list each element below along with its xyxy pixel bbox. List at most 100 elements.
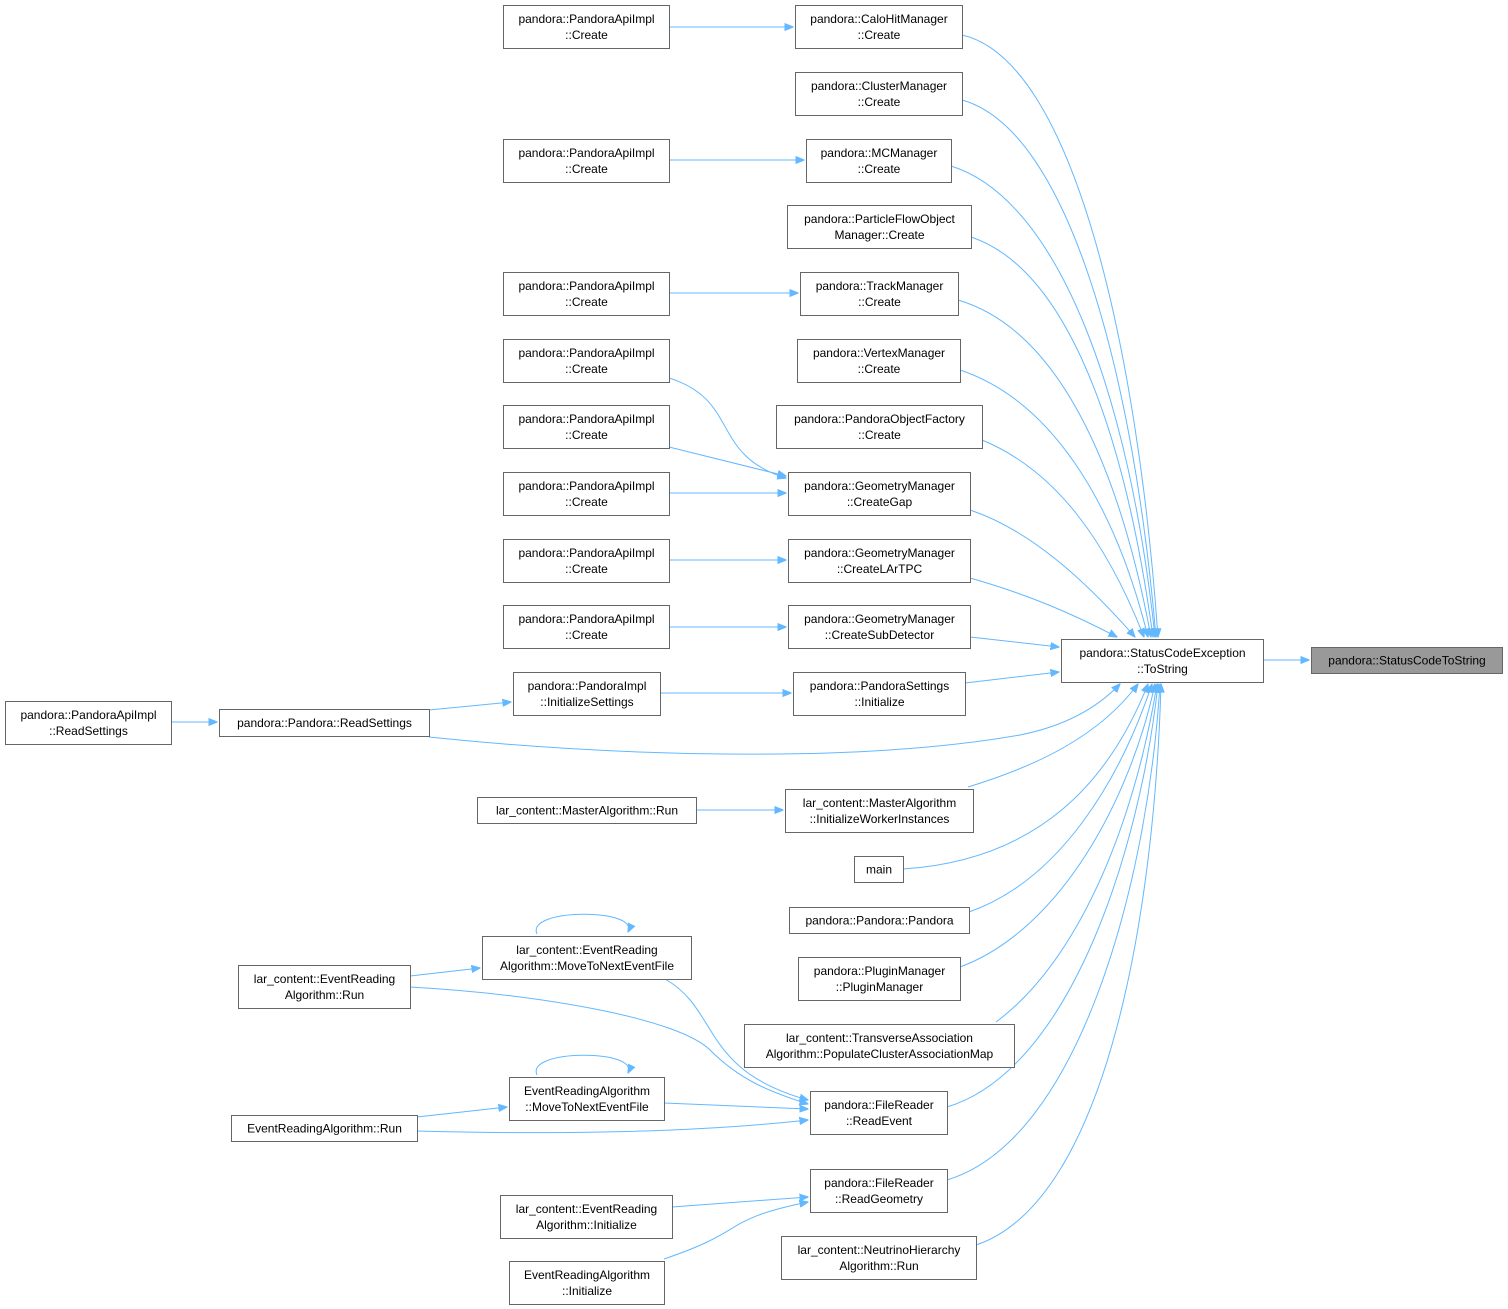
node-lcmove[interactable]: lar_content::EventReadingAlgorithm::Move… [482,936,692,980]
node-label-line: Manager::Create [834,228,924,242]
node-label-line: ::Create [858,428,901,442]
node-label-line: pandora::PandoraObjectFactory [794,412,965,426]
node-readevent[interactable]: pandora::FileReader::ReadEvent [810,1091,948,1135]
node-label-line: ::CreateLArTPC [837,562,923,576]
node-gap[interactable]: pandora::GeometryManager::CreateGap [788,472,971,516]
node-lartpc[interactable]: pandora::GeometryManager::CreateLArTPC [788,539,971,583]
node-readgeom[interactable]: pandora::FileReader::ReadGeometry [810,1169,948,1213]
node-label-line: pandora::PandoraSettings [810,679,949,693]
node-target[interactable]: pandora::StatusCodeToString [1311,647,1503,674]
node-box [503,405,670,449]
node-label-line: ::Initialize [854,695,904,709]
node-tostr[interactable]: pandora::StatusCodeException::ToString [1061,639,1264,683]
node-lcinit[interactable]: lar_content::EventReadingAlgorithm::Init… [500,1195,673,1239]
node-box [795,72,963,116]
node-box [797,339,961,383]
node-label-line: ::CreateSubDetector [825,628,934,642]
node-pimpl[interactable]: pandora::PandoraImpl::InitializeSettings [513,672,661,716]
node-api3[interactable]: pandora::PandoraApiImpl::Create [503,272,670,316]
node-transverse[interactable]: lar_content::TransverseAssociationAlgori… [744,1024,1015,1068]
node-label-line: lar_content::NeutrinoHierarchy [798,1243,961,1257]
node-pandora[interactable]: pandora::Pandora::Pandora [789,907,970,934]
node-label-line: pandora::FileReader [824,1176,933,1190]
node-masterrun[interactable]: lar_content::MasterAlgorithm::Run [477,797,697,824]
node-label-line: ::CreateGap [847,495,913,509]
node-label-line: ::Create [858,95,901,109]
node-api8[interactable]: pandora::PandoraApiImpl::Create [503,605,670,649]
node-label-line: ::Create [565,428,608,442]
edge-master-to-tostr [967,684,1138,788]
edge-errun-to-ermove [416,1107,507,1118]
node-api2[interactable]: pandora::PandoraApiImpl::Create [503,139,670,183]
edge-lcrun-to-readevent [409,986,808,1104]
edge-readevent-to-tostr [946,684,1158,1108]
edge-mc-to-tostr [950,165,1155,637]
node-settings[interactable]: pandora::PandoraSettings::Initialize [793,672,966,716]
node-label-line: Algorithm::Initialize [536,1218,637,1232]
node-api1[interactable]: pandora::PandoraApiImpl::Create [503,5,670,49]
edge-transverse-to-tostr [995,684,1157,1023]
edge-settings-to-tostr [964,672,1059,684]
node-box [810,1169,948,1213]
node-label-line: pandora::CaloHitManager [810,12,947,26]
node-mc[interactable]: pandora::MCManager::Create [806,139,952,183]
node-box [503,472,670,516]
node-box [219,709,430,737]
edge-main-to-tostr [902,684,1148,870]
node-calo[interactable]: pandora::CaloHitManager::Create [795,5,963,49]
node-box [1061,639,1264,683]
node-label-line: EventReadingAlgorithm [524,1268,650,1282]
node-label-line: pandora::GeometryManager [804,546,955,560]
node-lcrun[interactable]: lar_content::EventReadingAlgorithm::Run [238,965,411,1009]
node-label-line: ::ReadGeometry [835,1192,923,1206]
node-readset[interactable]: pandora::Pandora::ReadSettings [219,709,430,737]
node-neutrino[interactable]: lar_content::NeutrinoHierarchyAlgorithm:… [781,1236,977,1280]
node-label-line: EventReadingAlgorithm [524,1084,650,1098]
node-subdet[interactable]: pandora::GeometryManager::CreateSubDetec… [788,605,971,649]
node-box [509,1077,665,1121]
edge-plugin-to-tostr [959,684,1155,968]
node-main[interactable]: main [854,856,904,883]
node-factory[interactable]: pandora::PandoraObjectFactory::Create [776,405,983,449]
node-label-line: pandora::PandoraApiImpl [518,546,654,560]
node-box [795,5,963,49]
node-api7[interactable]: pandora::PandoraApiImpl::Create [503,539,670,583]
node-box [503,272,670,316]
edge-cluster-to-tostr [961,99,1156,637]
node-label-line: pandora::PandoraImpl [528,679,647,693]
node-label-line: ::PluginManager [836,980,923,994]
node-label-line: ::Create [565,362,608,376]
node-box [810,1091,948,1135]
node-track[interactable]: pandora::TrackManager::Create [800,272,959,316]
node-api5[interactable]: pandora::PandoraApiImpl::Create [503,405,670,449]
node-box [789,907,970,934]
edge-factory-to-tostr [981,439,1144,637]
node-box [788,539,971,583]
edge-api4-to-gap [668,377,786,478]
node-master[interactable]: lar_content::MasterAlgorithm::Initialize… [785,789,974,833]
node-label-line: pandora::ClusterManager [811,79,947,93]
node-box [503,539,670,583]
node-plugin[interactable]: pandora::PluginManager::PluginManager [798,957,961,1001]
node-label-line: pandora::VertexManager [813,346,945,360]
node-api4[interactable]: pandora::PandoraApiImpl::Create [503,339,670,383]
node-apiread[interactable]: pandora::PandoraApiImpl::ReadSettings [5,701,172,745]
edge-lcrun-to-lcmove [409,968,480,977]
node-box [854,856,904,883]
node-erinit[interactable]: EventReadingAlgorithm::Initialize [509,1261,665,1305]
node-pfo[interactable]: pandora::ParticleFlowObjectManager::Crea… [787,205,972,249]
edge-track-to-tostr [957,299,1151,637]
node-ermove[interactable]: EventReadingAlgorithm::MoveToNextEventFi… [509,1077,665,1121]
node-label-line: pandora::StatusCodeException [1079,646,1245,660]
node-label-line: pandora::Pandora::Pandora [805,914,953,928]
node-vertex[interactable]: pandora::VertexManager::Create [797,339,961,383]
node-errun[interactable]: EventReadingAlgorithm::Run [231,1115,418,1142]
node-box [793,672,966,716]
node-label-line: Algorithm::MoveToNextEventFile [500,959,674,973]
node-box [503,605,670,649]
node-cluster[interactable]: pandora::ClusterManager::Create [795,72,963,116]
node-label-line: pandora::PluginManager [814,964,945,978]
node-box [513,672,661,716]
node-api6[interactable]: pandora::PandoraApiImpl::Create [503,472,670,516]
node-box [800,272,959,316]
